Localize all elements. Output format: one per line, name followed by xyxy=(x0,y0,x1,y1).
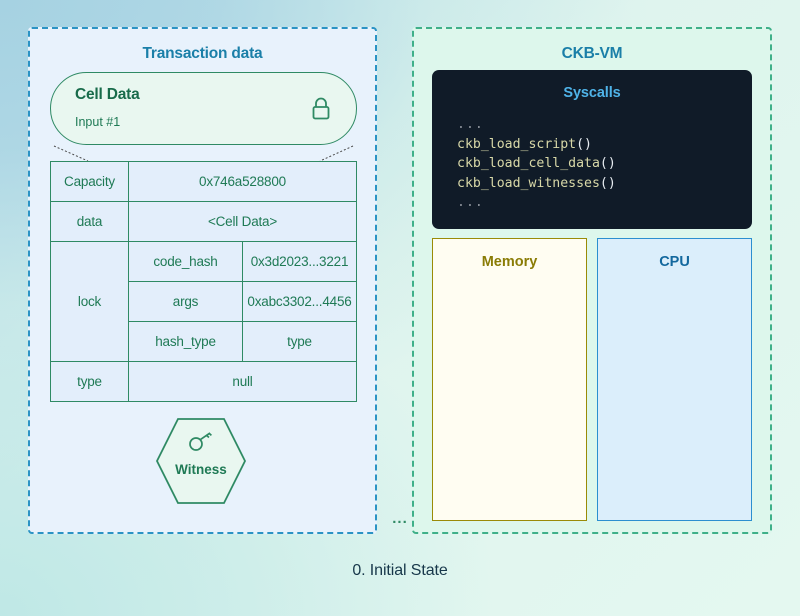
code-line: ... xyxy=(457,195,484,210)
cpu-box: CPU xyxy=(597,238,752,521)
syscall-name: ckb_load_cell_data xyxy=(457,156,600,171)
subfield-value: 0xabc3302...4456 xyxy=(242,281,357,322)
memory-title: Memory xyxy=(481,254,538,270)
table-row: lock code_hash 0x3d2023...3221 xyxy=(50,241,357,362)
lock-icon xyxy=(312,97,330,120)
ckb-vm-title: CKB-VM xyxy=(561,45,623,62)
field-key: Capacity xyxy=(50,161,129,202)
witness-node[interactable]: Witness xyxy=(155,415,247,507)
hexagon-shape xyxy=(155,418,247,504)
field-value: null xyxy=(128,361,357,402)
field-key: data xyxy=(50,201,129,242)
paren: () xyxy=(599,156,616,171)
field-value: <Cell Data> xyxy=(128,201,357,242)
cell-data-subtitle: Input #1 xyxy=(75,115,121,129)
syscall-name: ckb_load_script xyxy=(457,136,577,152)
code-line: ... xyxy=(457,117,484,132)
memory-box: Memory xyxy=(432,238,587,521)
transaction-ellipsis: ... xyxy=(392,510,408,527)
key-icon xyxy=(189,432,212,451)
table-row: args 0xabc3302...4456 xyxy=(51,281,357,322)
field-key: lock xyxy=(50,241,129,362)
syscalls-box: Syscalls ... ckb_load_script() ckb_load_… xyxy=(432,70,752,229)
witness-label: Witness xyxy=(175,462,227,477)
syscalls-code-block: ... ckb_load_script() ckb_load_cell_data… xyxy=(457,115,752,213)
field-key: type xyxy=(50,361,129,402)
syscalls-title: Syscalls xyxy=(563,85,621,101)
subfield-key: hash_type xyxy=(128,321,243,362)
paren: () xyxy=(576,136,592,152)
cpu-title: CPU xyxy=(659,254,690,270)
code-line: ckb_load_witnesses() xyxy=(457,174,752,194)
code-line: ckb_load_script() xyxy=(457,135,752,155)
code-line: ckb_load_cell_data() xyxy=(457,154,752,174)
table-row: Capacity 0x746a528800 xyxy=(50,161,357,202)
table-row: type null xyxy=(50,361,357,402)
table-row: data <Cell Data> xyxy=(50,201,357,242)
cell-data-pill[interactable]: Cell Data Input #1 xyxy=(50,72,357,145)
transaction-data-title: Transaction data xyxy=(142,45,263,62)
cell-fields-table: Capacity 0x746a528800 data <Cell Data> l… xyxy=(50,161,357,402)
subfield-value: 0x3d2023...3221 xyxy=(242,241,357,282)
figure-caption: 0. Initial State xyxy=(352,562,448,579)
field-value: 0x746a528800 xyxy=(128,161,357,202)
table-row: hash_type type xyxy=(51,321,357,362)
subfield-key: code_hash xyxy=(128,241,243,282)
cell-data-title: Cell Data xyxy=(75,86,140,103)
paren: () xyxy=(599,175,616,191)
syscall-name: ckb_load_witnesses xyxy=(457,175,600,191)
subfield-key: args xyxy=(128,281,243,322)
subfield-value: type xyxy=(242,321,357,362)
